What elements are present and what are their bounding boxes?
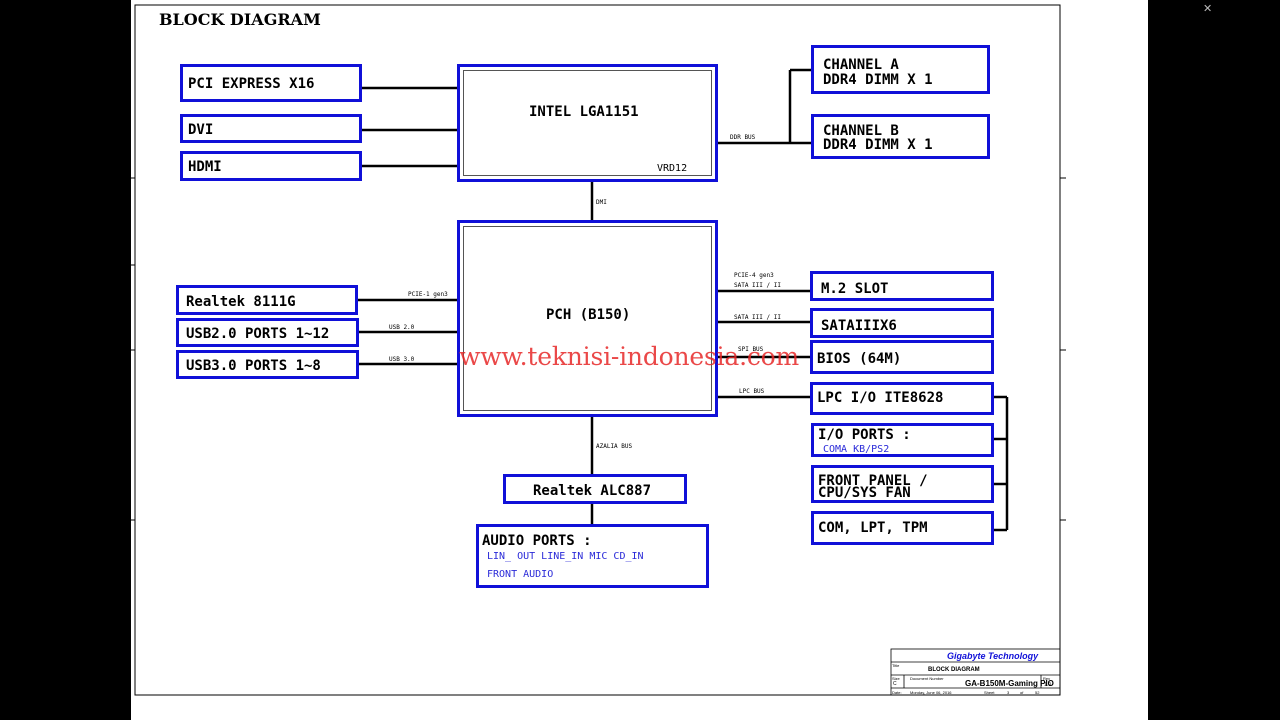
bus-label-pcie4: PCIE-4 gen3 xyxy=(734,272,774,279)
label-channel-a: CHANNEL A xyxy=(823,57,899,73)
label-pci-express: PCI EXPRESS X16 xyxy=(188,76,315,92)
block-m2-slot: M.2 SLOT xyxy=(810,271,994,301)
label-channel-b-dimm: DDR4 DIMM X 1 xyxy=(823,137,933,153)
block-channel-a: CHANNEL A DDR4 DIMM X 1 xyxy=(811,45,990,94)
cpu-inner-frame xyxy=(463,70,712,176)
pch-inner-frame xyxy=(463,226,712,411)
label-dvi: DVI xyxy=(188,122,214,138)
bus-label-ddr: DDR BUS xyxy=(730,134,756,141)
block-usb3: USB3.0 PORTS 1~8 xyxy=(176,350,359,379)
bus-label-sata: SATA III / II xyxy=(734,314,781,321)
label-lpc-io: LPC I/O ITE8628 xyxy=(817,390,944,406)
block-pci-express: PCI EXPRESS X16 xyxy=(180,64,362,102)
title-block-date-label: Date: xyxy=(892,690,902,695)
block-realtek-lan: Realtek 8111G xyxy=(176,285,358,315)
schematic-sheet: BLOCK DIAGRAM PCI EXPRESS X16 DVI HDMI I… xyxy=(131,0,1148,720)
block-lpc-io: LPC I/O ITE8628 xyxy=(810,382,994,415)
bus-label-azalia: AZALIA BUS xyxy=(596,443,633,450)
title-block-title-value: BLOCK DIAGRAM xyxy=(928,667,980,673)
title-block-sheet-label: Sheet xyxy=(984,690,995,695)
label-audio-sub-1: LIN_ OUT LINE_IN MIC CD_IN xyxy=(487,551,644,562)
zone-ticks xyxy=(131,177,1066,521)
title-block-doc-label: Document Number xyxy=(910,676,944,681)
bus-label-lpc: LPC BUS xyxy=(739,388,765,395)
bus-label-dmi: DMI xyxy=(596,199,607,206)
label-m2-slot: M.2 SLOT xyxy=(821,281,889,297)
title-block-title-label: Title xyxy=(892,663,900,668)
block-dvi: DVI xyxy=(180,114,362,143)
title-block-size-label: Size xyxy=(892,676,900,681)
block-bios: BIOS (64M) xyxy=(810,340,994,374)
block-sata: SATAIIIX6 xyxy=(810,308,994,338)
label-com-lpt-tpm: COM, LPT, TPM xyxy=(818,520,928,536)
label-front-panel: FRONT PANEL / xyxy=(818,473,928,489)
title-block-of-label: of xyxy=(1020,690,1024,695)
label-audio-ports: AUDIO PORTS : xyxy=(482,533,592,549)
label-realtek-lan: Realtek 8111G xyxy=(186,294,296,310)
wiring-layer xyxy=(131,4,1066,696)
title-block-size-value: C xyxy=(893,681,897,687)
block-com-lpt-tpm: COM, LPT, TPM xyxy=(811,511,994,545)
diagram-title: BLOCK DIAGRAM xyxy=(159,10,321,29)
title-block-date-value: Monday, June 06, 2016 xyxy=(910,690,952,695)
bus-label-sata-m2: SATA III / II xyxy=(734,282,781,289)
label-channel-a-dimm: DDR4 DIMM X 1 xyxy=(823,72,933,88)
block-hdmi: HDMI xyxy=(180,151,362,181)
bus-label-spi: SPI BUS xyxy=(738,346,764,353)
bus-label-usb3: USB 3.0 xyxy=(389,356,415,363)
label-cpu-vrd: VRD12 xyxy=(657,163,688,174)
label-bios: BIOS (64M) xyxy=(817,351,902,367)
block-usb2: USB2.0 PORTS 1~12 xyxy=(176,318,359,347)
title-block-sheet-value: 3 xyxy=(1007,690,1010,695)
bus-label-usb2: USB 2.0 xyxy=(389,324,415,331)
block-audio-ports: AUDIO PORTS : LIN_ OUT LINE_IN MIC CD_IN… xyxy=(476,524,709,588)
block-channel-b: CHANNEL B DDR4 DIMM X 1 xyxy=(811,114,990,159)
label-io-ports: I/O PORTS : xyxy=(818,427,911,443)
block-front-panel: FRONT PANEL / CPU/SYS FAN xyxy=(811,465,994,503)
label-usb3: USB3.0 PORTS 1~8 xyxy=(186,358,321,374)
bus-label-pcie-lan: PCIE-1 gen3 xyxy=(408,291,448,298)
title-block-rev-label: Rev xyxy=(1043,676,1051,681)
title-block-company: Gigabyte Technology xyxy=(947,651,1039,661)
bus-wires xyxy=(356,68,1009,532)
watermark-text: www.teknisi-indonesia.com xyxy=(459,342,800,371)
title-block-doc-value: GA-B150M-Gaming PIO xyxy=(965,679,1054,688)
label-usb2: USB2.0 PORTS 1~12 xyxy=(186,326,330,342)
label-io-ports-sub: COMA KB/PS2 xyxy=(823,444,890,455)
label-pch: PCH (B150) xyxy=(546,307,631,323)
label-cpu-sys-fan: CPU/SYS FAN xyxy=(818,485,911,501)
label-cpu: INTEL LGA1151 xyxy=(529,104,639,120)
title-block-rev-value: 1.0 xyxy=(1044,682,1051,688)
title-block-lines xyxy=(890,648,1061,696)
label-hdmi: HDMI xyxy=(188,159,222,175)
label-realtek-audio: Realtek ALC887 xyxy=(533,483,652,499)
block-io-ports: I/O PORTS : COMA KB/PS2 xyxy=(811,423,994,457)
label-channel-b: CHANNEL B xyxy=(823,123,899,139)
title-block-of-value: 52 xyxy=(1035,690,1040,695)
block-realtek-audio: Realtek ALC887 xyxy=(503,474,687,504)
block-pch: PCH (B150) xyxy=(457,220,718,417)
block-cpu: INTEL LGA1151 VRD12 xyxy=(457,64,718,182)
label-sata: SATAIIIX6 xyxy=(821,318,897,334)
close-icon[interactable]: ✕ xyxy=(1203,2,1213,15)
label-audio-sub-2: FRONT AUDIO xyxy=(487,569,554,580)
